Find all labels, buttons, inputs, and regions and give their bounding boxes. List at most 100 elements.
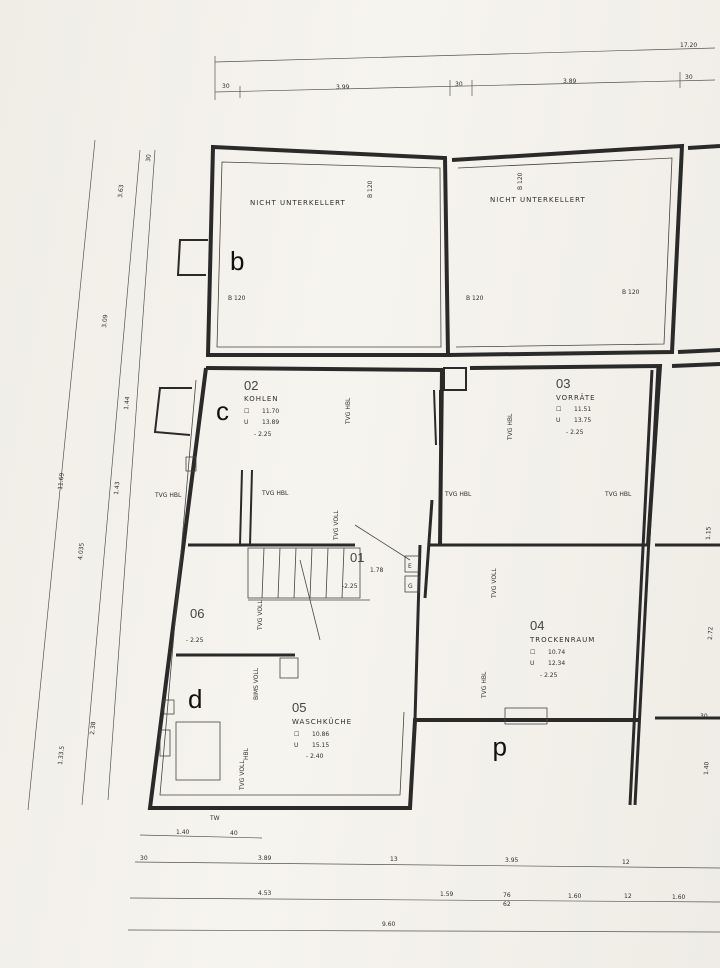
dim-top-389: 3.89	[563, 78, 577, 85]
dim-left-143: 1.43	[113, 481, 121, 495]
room-perimeter: 12.34	[548, 660, 565, 667]
room-unexcavated-right: NICHT UNTERKELLERT B 120 B 120 B 120	[466, 172, 640, 302]
label-g: G	[408, 583, 413, 590]
label-tvg-hbl: TVG HBL	[507, 413, 514, 441]
room-number: 05	[292, 700, 306, 715]
dim-bot-12b: 12	[624, 893, 632, 900]
room-number: 06	[190, 606, 204, 621]
room-label: NICHT UNTERKELLERT	[250, 199, 346, 207]
dim-bot-159: 1.59	[440, 891, 454, 898]
dim-bot-30: 30	[140, 855, 148, 862]
note-b120a: B 120	[466, 295, 484, 302]
room-letter-b: b	[230, 246, 244, 276]
room-area: 1.78	[370, 567, 384, 574]
room-letter-c: c	[216, 396, 229, 426]
dim-left-4035: 4.035	[77, 542, 86, 560]
label-bims-voll: BIMS VOLL	[253, 667, 260, 700]
room-level: - 2.40	[306, 753, 324, 760]
dim-left-144: 1.44	[123, 396, 131, 410]
note-b120-vertical: B 120	[367, 180, 374, 198]
dim-bot-453: 4.53	[258, 890, 272, 897]
dim-top-30b: 30	[455, 81, 463, 88]
dim-top-30c: 30	[685, 74, 693, 81]
dim-bot-40: 40	[230, 830, 238, 837]
room-04-trockenraum: 04 TROCKENRAUM ☐ 10.74 U 12.34 - 2.25 d	[493, 618, 595, 766]
room-area: 10.74	[548, 649, 565, 656]
label-tvg-hbl: TVG HBL	[154, 492, 182, 499]
note-b120-vertical: B 120	[517, 172, 524, 190]
room-area: 11.51	[574, 406, 591, 413]
label-tvg-hbl: TVG HBL	[481, 671, 488, 699]
dim-bot-13: 13	[390, 856, 398, 863]
label-tw: TW	[209, 815, 220, 822]
room-letter-d: d	[493, 736, 507, 766]
room-area: 11.70	[262, 408, 279, 415]
room-perimeter: 15.15	[312, 742, 329, 749]
perimeter-symbol: U	[294, 742, 298, 749]
label-hbl: HBL	[243, 747, 250, 760]
dim-bot-140: 1.40	[176, 829, 190, 836]
room-number: 04	[530, 618, 544, 633]
dim-bot-12: 12	[622, 859, 630, 866]
room-number: 02	[244, 378, 258, 393]
top-dimension-lines: 30 3.99 30 3.89 30 17.20	[214, 42, 716, 100]
dim-left-30: 30	[145, 154, 153, 163]
dim-top-399: 3.99	[336, 84, 350, 91]
wall-type-labels: TVG HBL TVG HBL TVG HBL TVG HBL TVG HBL …	[154, 397, 632, 822]
room-05-waschkueche: 05 WASCHKÜCHE ☐ 10.86 U 15.15 - 2.40 d	[188, 684, 352, 760]
area-symbol: ☐	[244, 408, 249, 415]
room-perimeter: 13.89	[262, 419, 279, 426]
dim-right-30: 30	[700, 713, 708, 720]
building-walls	[147, 143, 720, 810]
dim-bot-160b: 1.60	[672, 894, 686, 901]
dim-top-30a: 30	[222, 83, 230, 90]
left-dimension-lines: 11.69 3.63 3.09 1.44 1.43 4.035 2.38 1.3…	[27, 139, 156, 811]
label-tvg-hbl: TVG HBL	[345, 397, 352, 425]
area-symbol: ☐	[530, 649, 535, 656]
note-b120b: B 120	[622, 289, 640, 296]
dim-bot-160a: 1.60	[568, 893, 582, 900]
room-name: TROCKENRAUM	[529, 636, 595, 644]
room-name: WASCHKÜCHE	[292, 717, 352, 726]
room-perimeter: 13.75	[574, 417, 591, 424]
room-name: VORRÄTE	[556, 393, 596, 402]
dim-right-272: 2.72	[707, 626, 714, 640]
room-number: 01	[350, 550, 364, 565]
note-b120: B 120	[228, 295, 246, 302]
dim-bot-62: 62	[503, 901, 511, 908]
room-label: NICHT UNTERKELLERT	[490, 196, 586, 204]
dim-bot-389: 3.89	[258, 855, 272, 862]
dim-left-total: 11.69	[57, 472, 66, 490]
dim-bot-total: 9.60	[382, 921, 396, 928]
dim-left-238: 2.38	[89, 721, 97, 735]
room-level: - 2.25	[566, 429, 584, 436]
area-symbol: ☐	[556, 406, 561, 413]
label-tvg-hbl: TVG HBL	[604, 491, 632, 498]
label-tvg-hbl: TVG HBL	[444, 491, 472, 498]
bottom-dimension-lines: 30 3.89 13 3.95 12 4.53 1.59 76 62 1.60 …	[127, 526, 720, 933]
perimeter-symbol: U	[244, 419, 248, 426]
label-tvg-voll: TVG VOLL	[257, 600, 264, 631]
dim-right-140: 1.40	[703, 761, 710, 775]
room-level: -2.25	[342, 583, 358, 590]
room-01-stair: 01 1.78 -2.25	[342, 550, 384, 590]
room-unexcavated-left: NICHT UNTERKELLERT b B 120 B 120	[228, 180, 374, 302]
label-tvg-voll: TVG VOLL	[491, 568, 498, 599]
label-tvg-voll: TVG VOLL	[333, 510, 340, 541]
room-level: - 2.25	[186, 637, 204, 644]
room-letter-d: d	[188, 684, 202, 714]
label-tvg-voll: TVG VOLL	[239, 760, 246, 791]
label-tvg-hbl: TVG HBL	[261, 490, 289, 497]
area-symbol: ☐	[294, 731, 299, 738]
dim-left-1335: 1.33.5	[57, 745, 66, 765]
room-area: 10.86	[312, 731, 329, 738]
room-level: - 2.25	[254, 431, 272, 438]
perimeter-symbol: U	[556, 417, 560, 424]
room-name: KOHLEN	[244, 395, 279, 403]
perimeter-symbol: U	[530, 660, 534, 667]
dim-right-115: 1.15	[705, 526, 712, 540]
room-level: - 2.25	[540, 672, 558, 679]
room-02-kohlen: 02 KOHLEN ☐ 11.70 U 13.89 - 2.25 c	[216, 378, 279, 438]
label-e: E	[408, 563, 412, 570]
